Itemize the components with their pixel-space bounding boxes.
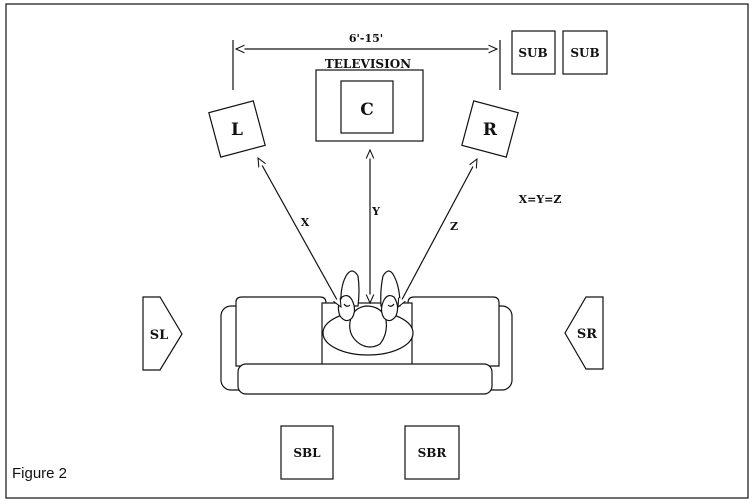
television: TELEVISION C — [315, 57, 424, 142]
surround-back-left-label: SBL — [293, 446, 321, 460]
surround-left-speaker: SL — [142, 296, 183, 371]
left-speaker-label: L — [231, 120, 243, 140]
equality-note: X=Y=Z — [519, 193, 562, 206]
distance-x-line — [258, 158, 341, 307]
television-label: TELEVISION — [325, 57, 411, 71]
subwoofer-1: SUB — [511, 30, 556, 75]
surround-back-right-label: SBR — [418, 446, 448, 460]
figure-frame — [5, 3, 749, 499]
surround-left-label: SL — [150, 328, 169, 343]
surround-right-label: SR — [577, 327, 597, 342]
left-speaker: L — [208, 100, 266, 158]
subwoofer-2: SUB — [562, 30, 608, 75]
distance-y-label: Y — [371, 205, 380, 218]
figure-caption: Figure 2 — [12, 465, 67, 482]
surround-back-left-speaker: SBL — [280, 425, 334, 480]
surround-right-speaker: SR — [564, 296, 604, 370]
subwoofer-1-label: SUB — [518, 46, 547, 60]
center-speaker — [340, 80, 394, 134]
distance-z-label: Z — [450, 220, 458, 233]
right-speaker-label: R — [483, 120, 498, 140]
right-speaker: R — [461, 100, 519, 158]
subwoofer-2-label: SUB — [570, 46, 599, 60]
listener — [322, 270, 414, 356]
distance-label: 6'-15' — [349, 32, 383, 45]
distance-x-label: X — [301, 216, 310, 229]
distance-arrows: X Y Z — [258, 150, 477, 307]
center-speaker-label: C — [360, 100, 374, 120]
distance-z-line — [398, 159, 477, 307]
surround-back-right-speaker: SBR — [404, 425, 460, 480]
width-dimension: 6'-15' — [232, 32, 501, 90]
